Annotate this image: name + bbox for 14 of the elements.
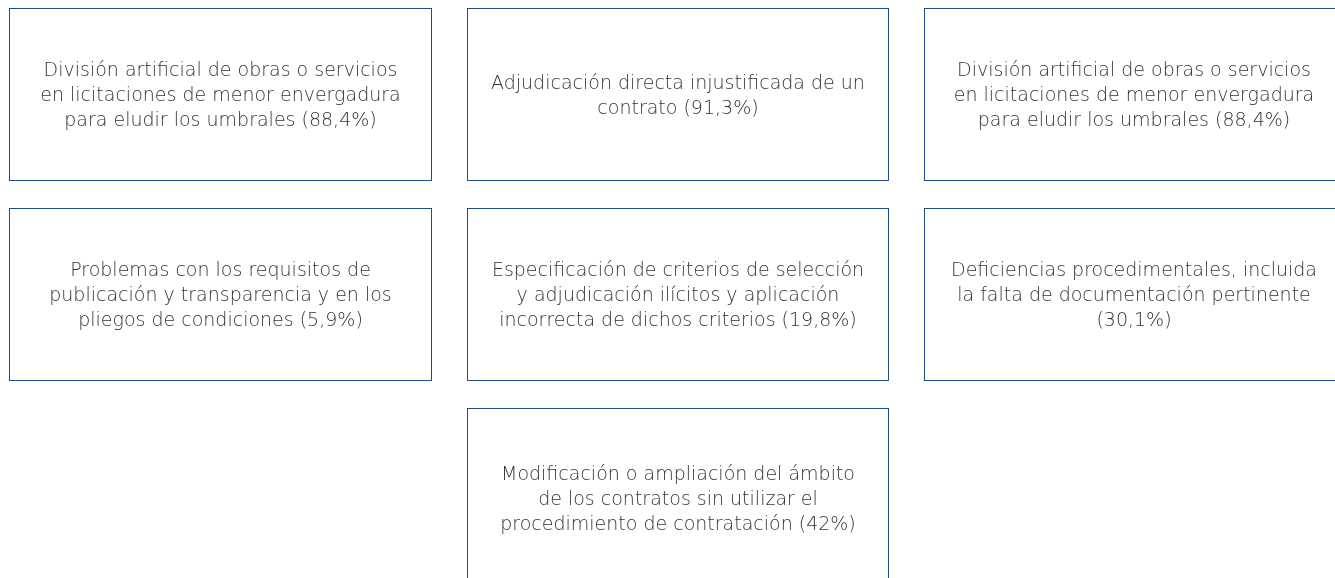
box-text: Especificación de criterios de selección y adjudicación ilícitos y aplicación incorrecta de dichos criterios (19,8%) — [490, 257, 866, 332]
text-box — [9, 208, 432, 381]
box-text: División artificial de obras o servicios en licitaciones de menor envergadura para eludir los umbrales (88,4%) — [39, 57, 402, 132]
box-text: Adjudicación directa injustificada de un contrato (91,3%) — [490, 69, 866, 120]
box-text: Modificación o ampliación del ámbito de los contratos sin utilizar el procedimiento de contratación (42%) — [499, 460, 857, 536]
text-box — [9, 8, 432, 181]
box-text: División artificial de obras o servicios en licitaciones de menor envergadura para eludir los umbrales (88,4%) — [952, 57, 1316, 132]
box-text: Problemas con los requisitos de publicación y transparencia y en los pliegos de condiciones (5,9%) — [48, 257, 393, 332]
text-box — [924, 8, 1335, 181]
text-box — [467, 8, 889, 181]
text-box — [467, 208, 889, 381]
text-box — [467, 408, 889, 578]
text-box — [924, 208, 1335, 381]
box-text: Deficiencias procedimentales, incluida la falta de documentación pertinente (30,1%) — [950, 257, 1318, 332]
